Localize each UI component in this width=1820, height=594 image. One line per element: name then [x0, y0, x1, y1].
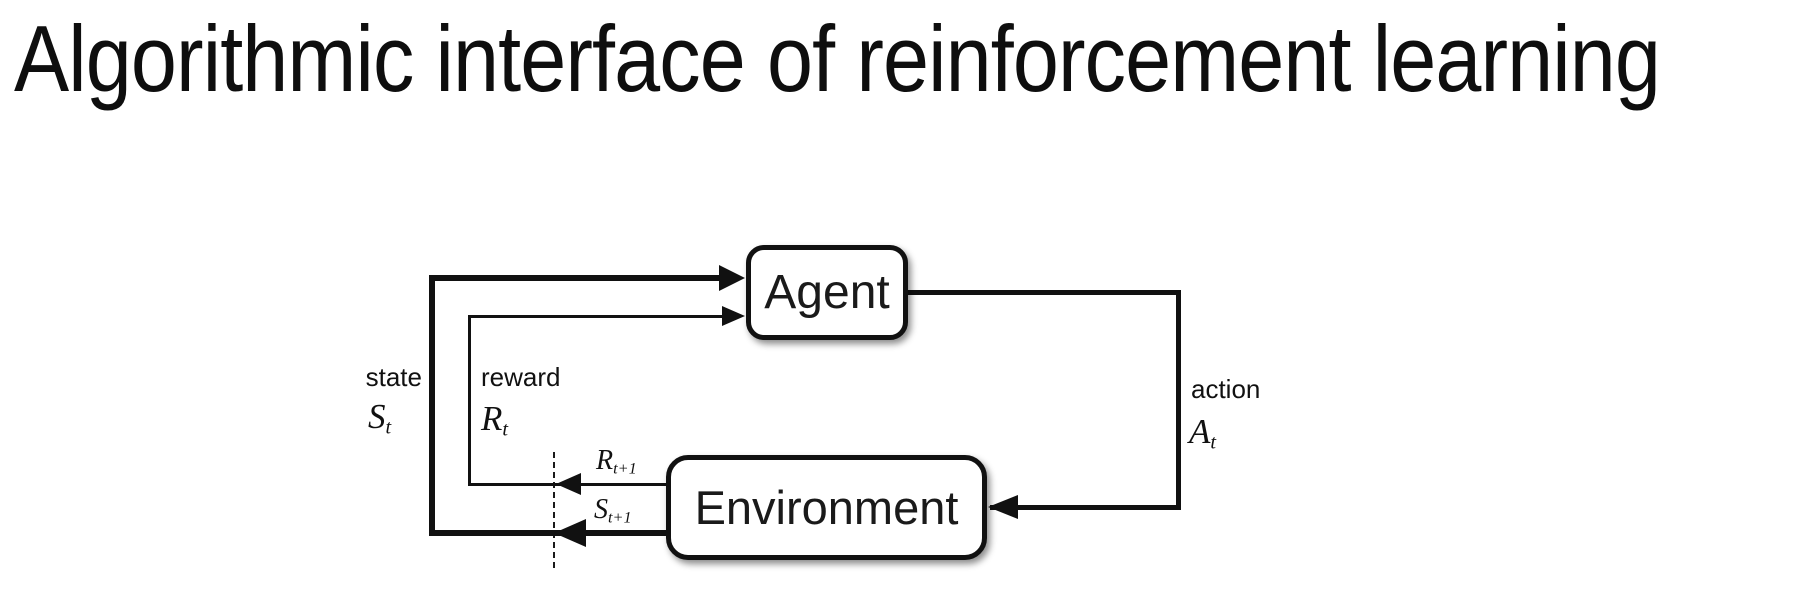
agent-node: Agent [746, 245, 908, 340]
reward-arrowhead-into-agent-icon [722, 306, 745, 326]
reward-line-top [468, 315, 722, 318]
state-line-vertical [429, 275, 435, 536]
slide-title: Algorithmic interface of reinforcement l… [14, 6, 1661, 111]
agent-node-label: Agent [764, 266, 890, 319]
action-line-top [900, 290, 1181, 295]
next-reward-symbol-subscript: t+1 [613, 459, 637, 478]
next-state-symbol-subscript: t+1 [608, 508, 632, 527]
state-arrowhead-into-agent-icon [719, 265, 745, 291]
next-reward-arrowhead-icon [556, 473, 581, 495]
next-state-arrowhead-icon [554, 519, 586, 547]
next-reward-symbol-label: Rt+1 [596, 445, 637, 479]
action-symbol-base: A [1189, 412, 1211, 451]
state-symbol-base: S [368, 397, 386, 436]
reward-symbol-subscript: t [502, 418, 509, 441]
reward-symbol-base: R [481, 399, 503, 438]
environment-node: Environment [666, 455, 987, 560]
action-line-bottom [990, 505, 1180, 510]
action-arrowhead-into-environment-icon [988, 495, 1018, 519]
action-line-vertical [1176, 290, 1181, 510]
timestep-divider-dashed-line [553, 452, 555, 568]
action-word-label: action [1191, 374, 1261, 404]
next-state-symbol-label: St+1 [594, 494, 632, 528]
action-symbol-label: At [1189, 412, 1216, 455]
state-symbol-subscript: t [385, 416, 392, 439]
reward-line-vertical [468, 315, 471, 486]
reward-symbol-label: Rt [481, 399, 508, 442]
action-symbol-subscript: t [1210, 431, 1217, 454]
next-state-symbol-base: S [594, 494, 608, 525]
state-symbol-label: St [368, 397, 391, 440]
environment-node-label: Environment [694, 481, 959, 534]
state-line-top [429, 275, 719, 281]
reward-line-bottom [468, 483, 700, 486]
next-reward-symbol-base: R [596, 445, 614, 476]
reward-word-label: reward [481, 362, 561, 392]
state-word-label: state [365, 362, 422, 392]
